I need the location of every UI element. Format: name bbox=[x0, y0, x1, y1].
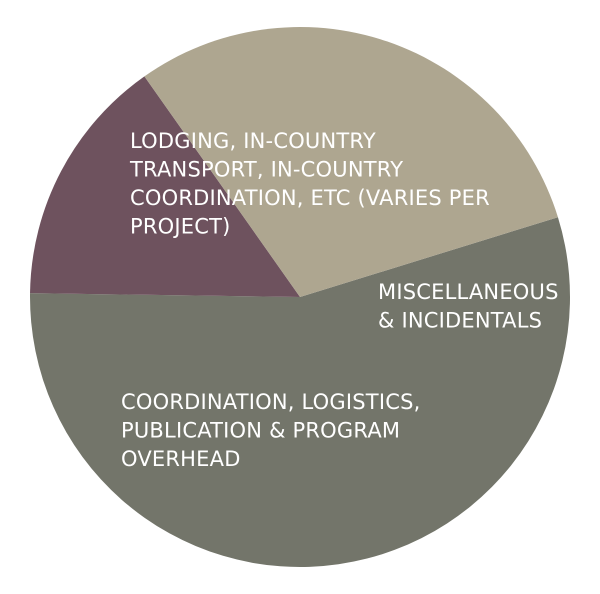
slice-coordination-logistics bbox=[144, 27, 558, 298]
slice-label-line: OVERHEAD bbox=[121, 447, 241, 471]
slice-label-line: & INCIDENTALS bbox=[378, 309, 542, 333]
slice-label-line: LODGING, IN-COUNTRY bbox=[130, 129, 376, 153]
slice-label-line: PUBLICATION & PROGRAM bbox=[121, 419, 400, 443]
slice-label-coordination-logistics: COORDINATION, LOGISTICS, PUBLICATION & PR… bbox=[121, 390, 421, 471]
slice-label-miscellaneous: MISCELLANEOUS & INCIDENTALS bbox=[378, 280, 559, 333]
slice-label-line: PROJECT) bbox=[130, 215, 231, 239]
slice-lodging-transport bbox=[30, 217, 571, 568]
slice-label-line: COORDINATION, LOGISTICS, bbox=[121, 390, 421, 414]
slice-label-line: COORDINATION, ETC (VARIES PER bbox=[130, 186, 490, 210]
slice-miscellaneous bbox=[30, 76, 301, 297]
slice-label-lodging-transport: LODGING, IN-COUNTRY TRANSPORT, IN-COUNTRY… bbox=[129, 129, 490, 239]
slice-label-line: TRANSPORT, IN-COUNTRY bbox=[129, 158, 403, 182]
slice-label-line: MISCELLANEOUS bbox=[378, 280, 559, 304]
